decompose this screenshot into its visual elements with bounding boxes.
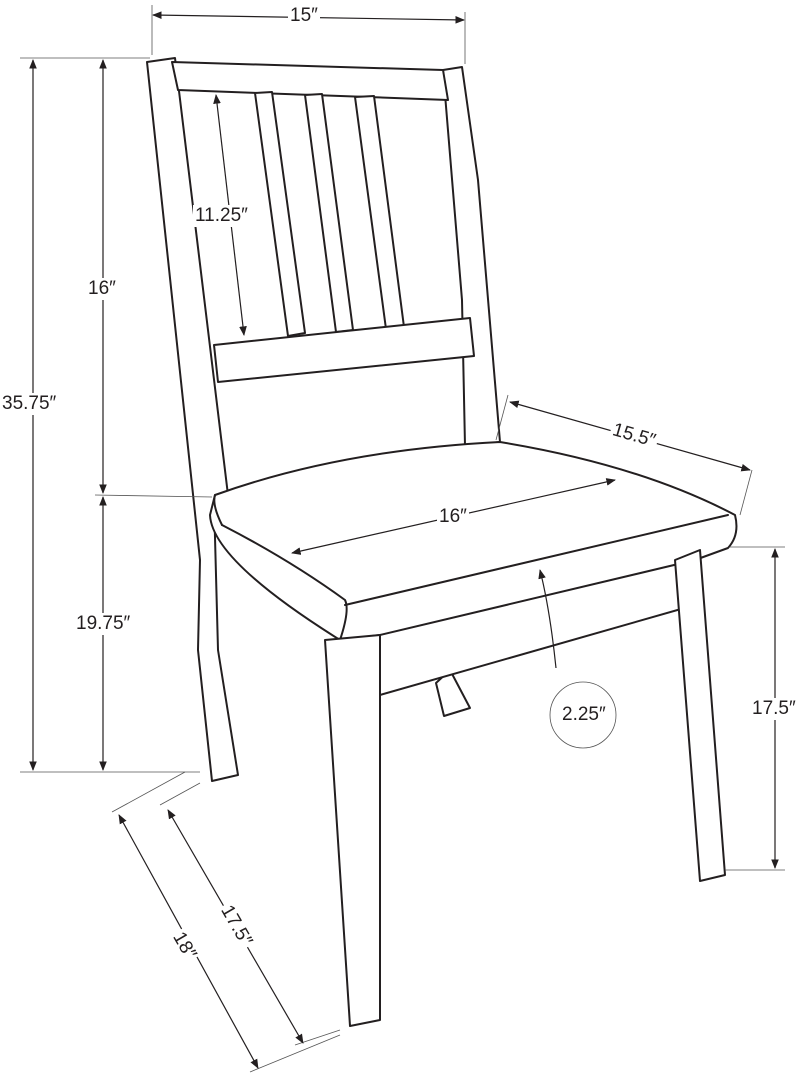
back-height-label: 16″ (86, 278, 118, 300)
back-left-post (146, 57, 239, 782)
seat-width-label: 16″ (437, 506, 469, 528)
front-right-leg (674, 549, 726, 882)
leg-height-label: 17.5″ (750, 698, 798, 720)
front-left-leg (324, 634, 381, 1027)
top-rail (171, 61, 449, 101)
lower-back-rail (213, 317, 475, 383)
seat-thickness-label: 2.25″ (562, 704, 606, 725)
seat (209, 441, 738, 696)
seat-height-label: 19.75″ (74, 613, 133, 635)
back-width-label: 15″ (288, 5, 320, 27)
back-slats (254, 91, 405, 337)
total-height-label: 35.75″ (0, 393, 59, 415)
slat-height-label: 11.25″ (193, 205, 250, 227)
back-right-post (442, 66, 501, 447)
